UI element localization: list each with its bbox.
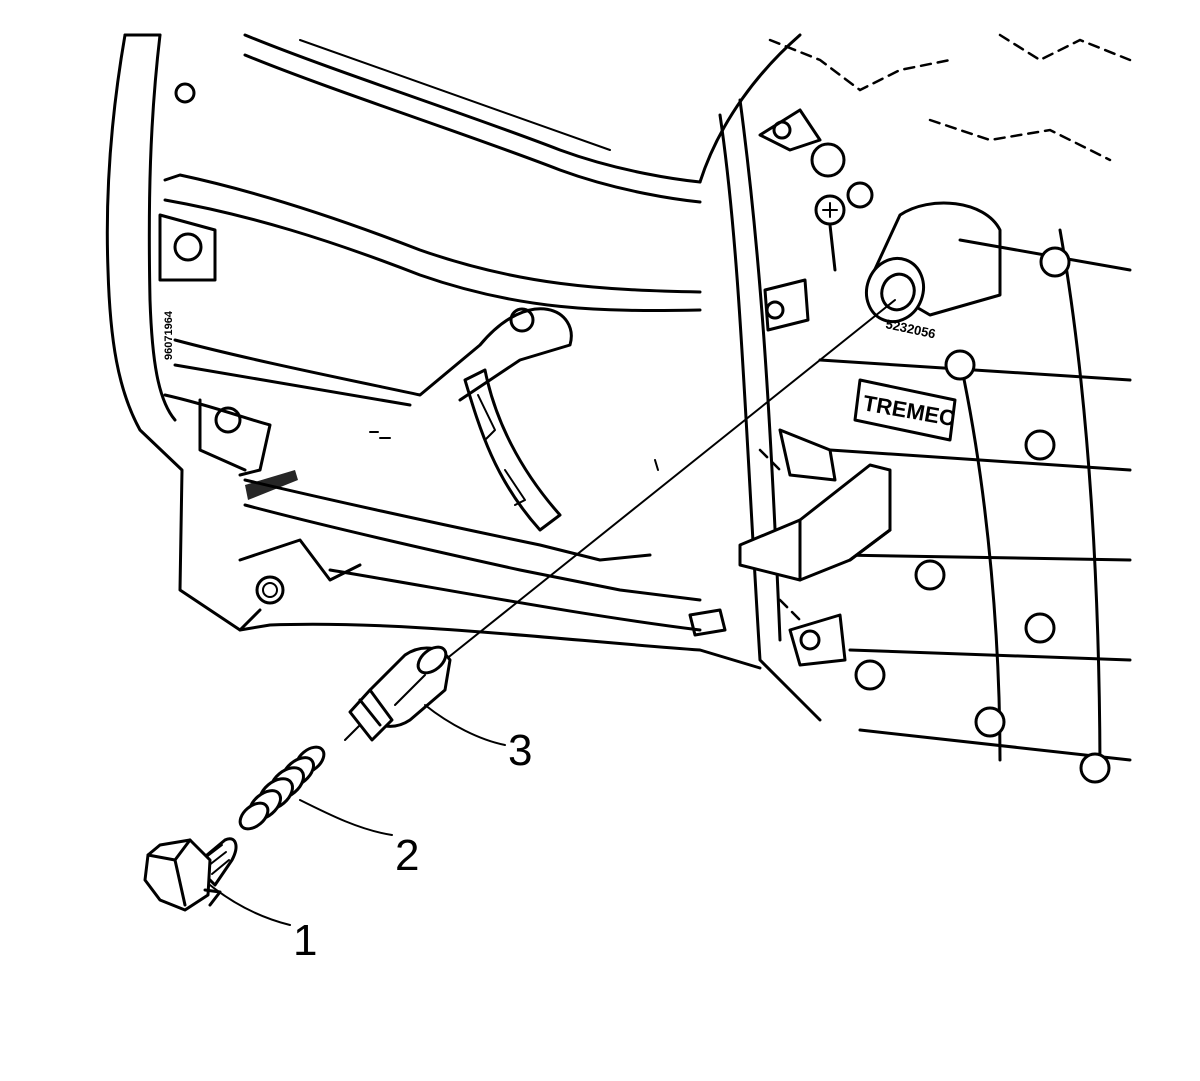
callout-2-leader [299,799,393,836]
detent-plunger [348,645,452,742]
transmission-main-case: 5232056 TREMEC [698,33,1132,784]
callout-3-leader [424,704,506,746]
detent-plug [143,837,238,912]
callout-3-label: 3 [508,726,532,775]
transmission-bellhousing: 96071964 [105,33,762,670]
detent-spring [238,745,326,831]
callout-3: 3 [424,704,532,775]
callout-1: 1 [209,884,317,965]
callout-2-label: 2 [395,831,419,880]
callout-1-label: 1 [293,916,317,965]
assembly-leader-line [444,299,896,661]
left-casting-code: 96071964 [163,310,175,360]
callout-2: 2 [299,799,419,880]
callout-1-leader [209,884,291,926]
right-casting-code: 5232056 [884,316,937,341]
